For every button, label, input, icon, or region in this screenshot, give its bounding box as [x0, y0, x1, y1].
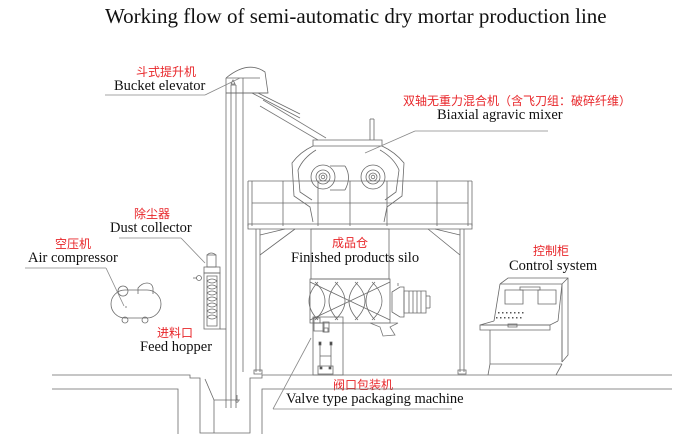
- silo-label-en: Finished products silo: [291, 250, 420, 266]
- biaxial-mixer: [292, 119, 404, 222]
- silo-label-cn: 成品仓: [332, 236, 369, 250]
- screw-conveyor-motor: [392, 283, 430, 317]
- steel-platform: [248, 181, 472, 374]
- feed-hopper-label-cn: 进料口: [157, 326, 194, 340]
- control-system-label-cn: 控制柜: [533, 244, 570, 258]
- control-cabinet: [480, 278, 568, 375]
- control-system-label-en: Control system: [509, 258, 598, 274]
- bucket-elevator-label-en: Bucket elevator: [114, 78, 206, 94]
- bucket-elevator-label-cn: 斗式提升机: [136, 65, 197, 79]
- air-compressor-label-cn: 空压机: [55, 237, 92, 251]
- valve-packaging-machine: [313, 317, 343, 375]
- air-compressor-label-en: Air compressor: [28, 250, 118, 266]
- dust-collector-label-cn: 除尘器: [134, 207, 171, 221]
- dust-collector: [193, 253, 226, 329]
- air-compressor: [111, 283, 161, 323]
- biaxial-mixer-label-cn: 双轴无重力混合机（含飞刀组：破碎纤维）: [403, 94, 632, 108]
- diagram-title: Working flow of semi-automatic dry morta…: [105, 4, 607, 28]
- biaxial-mixer-label-en: Biaxial agravic mixer: [437, 107, 563, 123]
- bucket-elevator: [226, 67, 300, 408]
- dust-collector-label-en: Dust collector: [110, 220, 192, 236]
- feed-hopper-label-en: Feed hopper: [140, 339, 213, 355]
- packaging-machine-label-en: Valve type packaging machine: [286, 391, 464, 407]
